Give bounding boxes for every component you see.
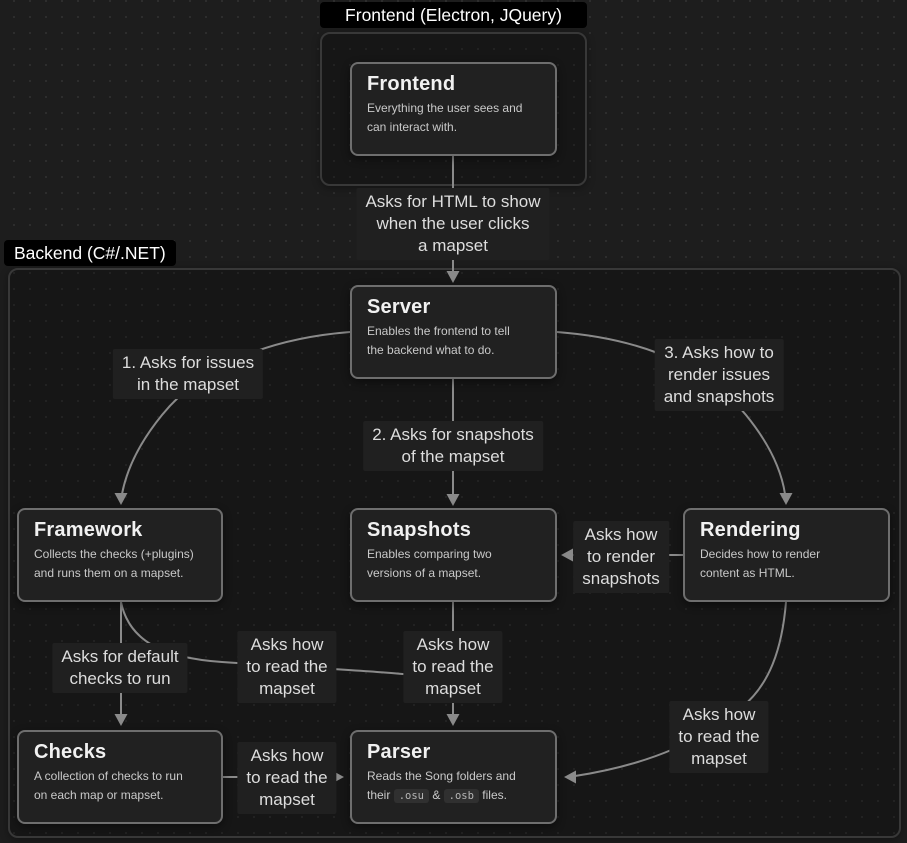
edge-server-framework-arrowhead	[114, 493, 128, 505]
node-framework-description: Collects the checks (+plugins) and runs …	[34, 547, 194, 580]
edge-label-framework-parser: Asks how to read the mapset	[237, 631, 337, 703]
edge-rendering-snapshots-arrowhead	[561, 548, 573, 562]
edge-frontend-server-arrowhead	[446, 271, 460, 283]
node-server-title: Server	[367, 296, 431, 318]
inline-code: .osu	[393, 789, 429, 803]
edge-label-frontend-server: Asks for HTML to show when the user clic…	[356, 188, 550, 260]
node-server: Server Enables the frontend to tell the …	[350, 285, 557, 379]
edge-rendering-parser-arrowhead	[564, 770, 576, 784]
edge-snapshots-parser-arrowhead	[446, 714, 460, 726]
node-framework: Framework Collects the checks (+plugins)…	[17, 508, 223, 602]
edge-framework-checks-arrowhead	[114, 714, 128, 726]
inline-code: .osb	[443, 789, 479, 803]
node-snapshots-title: Snapshots	[367, 519, 472, 541]
edge-label-rendering-snapshots: Asks how to render snapshots	[573, 521, 669, 593]
node-checks-description: A collection of checks to run on each ma…	[34, 769, 183, 802]
edge-label-server-snapshots: 2. Asks for snapshots of the mapset	[363, 421, 543, 471]
node-checks-title: Checks	[34, 741, 107, 763]
node-snapshots: Snapshots Enables comparing two versions…	[350, 508, 557, 602]
node-rendering-title: Rendering	[700, 519, 801, 541]
node-parser-title: Parser	[367, 741, 431, 763]
edge-server-rendering-arrowhead	[779, 493, 793, 505]
node-rendering-description: Decides how to render content as HTML.	[700, 547, 821, 580]
node-parser-description: Reads the Song folders and their .osu & …	[367, 769, 516, 803]
edge-server-snapshots-arrowhead	[446, 494, 460, 506]
edge-server-framework-line	[121, 331, 351, 495]
edge-label-server-framework: 1. Asks for issues in the mapset	[112, 349, 264, 399]
node-snapshots-description: Enables comparing two versions of a maps…	[367, 547, 492, 580]
edge-label-server-rendering: 3. Asks how to render issues and snapsho…	[654, 339, 784, 411]
node-server-description: Enables the frontend to tell the backend…	[367, 324, 510, 357]
node-frontend-description: Everything the user sees and can interac…	[367, 101, 523, 134]
node-parser: Parser Reads the Song folders and their …	[350, 730, 557, 824]
node-framework-title: Framework	[34, 519, 143, 541]
node-frontend-title: Frontend	[367, 73, 456, 95]
edge-label-checks-parser: Asks how to read the mapset	[237, 742, 337, 814]
node-rendering: Rendering Decides how to render content …	[683, 508, 890, 602]
backend-group-label: Backend (C#/.NET)	[4, 240, 176, 266]
frontend-group-label: Frontend (Electron, JQuery)	[320, 2, 587, 28]
node-checks: Checks A collection of checks to run on …	[17, 730, 223, 824]
edge-label-rendering-parser: Asks how to read the mapset	[669, 701, 769, 773]
edge-label-framework-checks: Asks for default checks to run	[52, 643, 188, 693]
node-frontend: Frontend Everything the user sees and ca…	[350, 62, 557, 156]
edge-label-snapshots-parser: Asks how to read the mapset	[403, 631, 503, 703]
